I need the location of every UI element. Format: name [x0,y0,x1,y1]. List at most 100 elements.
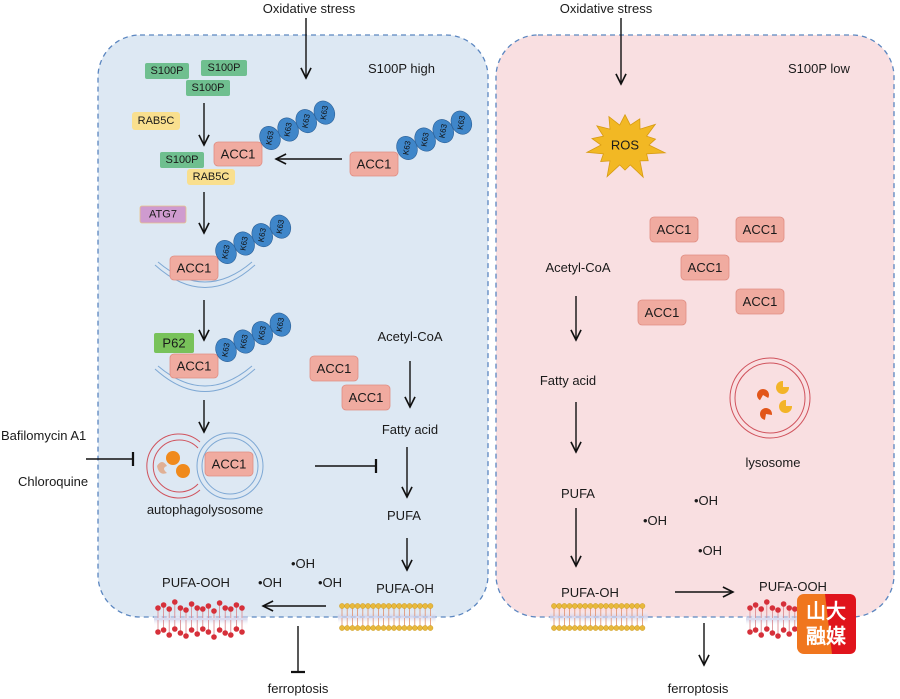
lipid-head [411,603,418,609]
lipid-head [228,632,234,638]
lipid-head [177,630,184,636]
lipid-head [572,603,578,609]
svg-text:ACC1: ACC1 [212,457,247,472]
lipid-head [406,625,413,631]
lipid-head [551,625,557,631]
lipid-head [603,625,609,631]
lipid-head [582,625,589,631]
s100p-protein: S100P [145,63,189,79]
phagophore [154,261,256,288]
lipid-head [577,603,583,609]
acc1-protein: ACC1 [213,141,263,167]
lipid-head [566,603,573,609]
lipid-head [613,603,620,609]
svg-text:S100P: S100P [150,65,183,77]
lipid-head [365,625,371,631]
svg-text:ACC1: ACC1 [177,261,212,276]
lipid-head [194,605,200,611]
lysosome-label: lysosome [746,455,801,470]
pufa-oh-label: PUFA-OH [561,585,619,600]
lysosome [729,357,811,439]
svg-text:K63: K63 [319,104,330,120]
svg-text:K63: K63 [220,244,231,260]
lipid-head [598,603,604,609]
lipid-head [598,625,604,631]
svg-text:S100P: S100P [165,154,198,166]
lipid-head [183,633,189,639]
svg-text:ROS: ROS [611,138,640,153]
k63-ubiquitin-chain: K63 K63 K63 K63 [215,312,292,362]
lipid-head [639,603,646,609]
lipid-head [380,625,387,631]
lipid-head [200,606,206,612]
lipid-head [155,629,161,635]
lipid-head [417,603,423,609]
svg-text:S100P: S100P [191,82,224,94]
lipid-head [222,630,228,636]
acc1-protein: ACC1 [735,216,785,243]
lipid-head [216,600,223,606]
autophagolysosome-label: autophagolysosome [147,502,263,517]
lipid-head [385,625,392,631]
lipid-head [608,625,615,631]
lipid-head [551,603,557,609]
lipid-head [391,625,397,631]
lipid-head [354,625,361,631]
svg-text:K63: K63 [401,140,412,156]
inhibitor-chloroquine-label: Chloroquine [18,474,88,489]
lipid-head [380,603,387,609]
lipid-head [406,603,413,609]
lipid-head [177,605,184,611]
svg-text:K63: K63 [301,113,312,129]
lipid-head [624,625,630,631]
svg-text:ACC1: ACC1 [645,305,680,320]
rab5c-protein: RAB5C [187,169,235,185]
left-ferroptosis-label: ferroptosis [268,681,329,696]
lipid-head [396,603,403,609]
autophagolysosome [146,432,264,500]
radical-label: •OH [258,575,282,590]
lipid-head [339,625,345,631]
right-stimulus-label: Oxidative stress [560,1,653,16]
lipid-head [561,625,568,631]
lipid-head [385,603,392,609]
p62-protein: P62 [154,333,194,353]
lipid-head [603,603,609,609]
lipid-head [629,603,635,609]
lipid-head [194,631,200,637]
right-ferroptosis-label: ferroptosis [668,681,729,696]
svg-text:K63: K63 [264,130,275,146]
acetyl-coa-label: Acetyl-CoA [545,260,610,275]
ros-burst: ROS [585,113,667,179]
acc1-protein: ACC1 [204,451,254,477]
svg-text:ACC1: ACC1 [743,294,778,309]
lipid-head [582,603,589,609]
k63-ubiquitin-chain: K63 K63 K63 K63 [215,214,292,264]
lipid-head [233,602,240,608]
lipid-head [608,603,615,609]
svg-text:ACC1: ACC1 [317,361,352,376]
svg-text:K63: K63 [238,235,249,251]
lipid-head [618,625,625,631]
lipid-head [339,603,345,609]
svg-text:P62: P62 [162,336,185,351]
left-panel-title: S100P high [368,61,435,76]
lipid-head [166,606,172,612]
lipid-head [228,606,234,612]
lipid-head [211,608,217,614]
lipid-head [752,627,759,633]
lipid-head [188,627,195,633]
radical-label: •OH [643,513,667,528]
lipid-head [216,627,223,633]
lipid-head [205,629,212,635]
lipid-head [239,629,245,635]
lipid-head [396,625,403,631]
lipid-head [764,599,770,605]
lipid-head [365,603,371,609]
radical-label: •OH [291,556,315,571]
lipid-head [401,625,408,631]
svg-text:S100P: S100P [207,62,240,74]
lipid-head [344,603,351,609]
svg-text:ACC1: ACC1 [357,157,392,172]
lipid-head [764,626,770,632]
